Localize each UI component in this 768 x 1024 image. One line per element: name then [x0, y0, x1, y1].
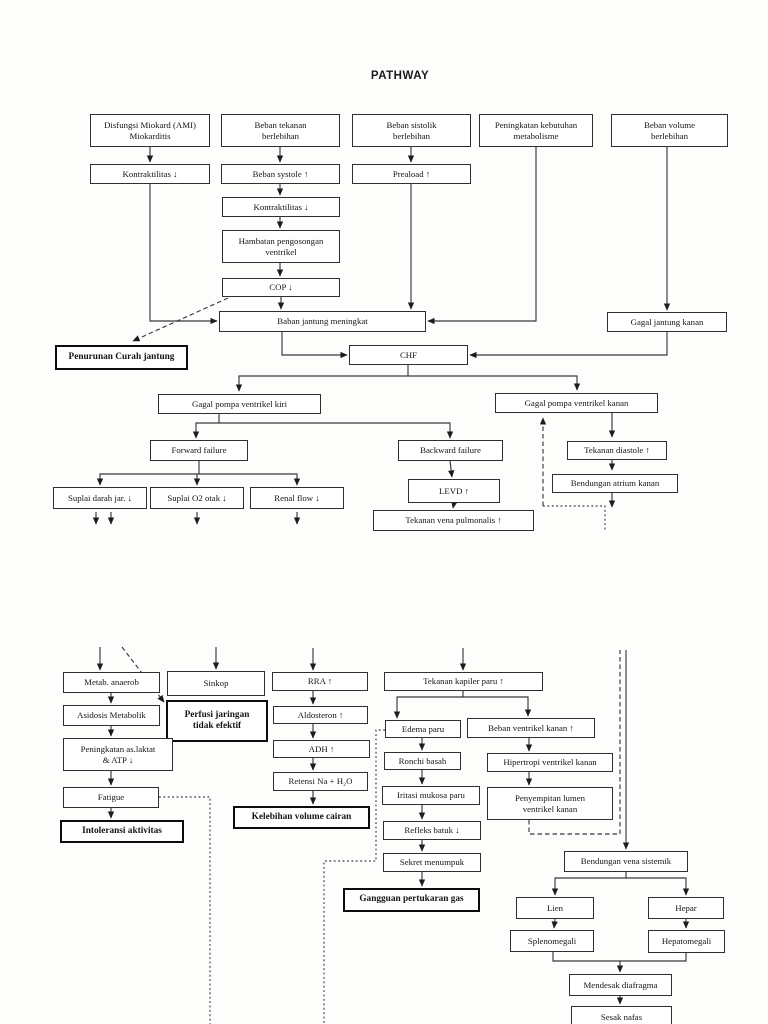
preaload-naik-box: Preaload ↑: [352, 164, 471, 184]
connector: [408, 375, 581, 391]
connector: [469, 332, 668, 359]
connector: [451, 500, 458, 509]
connector: [159, 796, 211, 1024]
gagal-jantung-kanan-box: Gagal jantung kanan: [607, 312, 727, 332]
edema-paru-box: Edema paru: [385, 720, 461, 738]
connector: [528, 650, 621, 835]
gagal-pompa-ventrikel-kiri-box: Gagal pompa ventrikel kiri: [158, 394, 321, 414]
sinkop-box: Sinkop: [167, 671, 265, 696]
rra-naik-box: RRA ↑: [272, 672, 368, 691]
connector: [393, 691, 464, 719]
sekret-menumpuk-box: Sekret menumpuk: [383, 853, 481, 872]
hambatan-pengosongan-ventrikel-box: Hambatan pengosongan ventrikel: [222, 230, 340, 263]
bendungan-vena-sistemik-box: Bendungan vena sistemik: [564, 851, 688, 872]
peningkatan-aslaktat-atp-box: Peningkatan as.laktat & ATP ↓: [63, 738, 173, 771]
kontraktilitas-turun-2-box: Kontraktilitas ↓: [222, 197, 340, 217]
connector: [463, 696, 532, 717]
iritasi-mukosa-paru-box: Iritasi mukosa paru: [382, 786, 480, 805]
beban-sistolik-berlebihan-box: Beban sistolik berlebihan: [352, 114, 471, 147]
hepatomegali-box: Hepatomegali: [648, 930, 725, 953]
connector: [149, 184, 218, 325]
fatigue-box: Fatigue: [63, 787, 159, 808]
sesak-nafas-box: Sesak nafas: [571, 1006, 672, 1024]
connector: [219, 422, 454, 439]
asidosis-metabolik-box: Asidosis Metabolik: [63, 705, 160, 726]
baban-jantung-meningkat-box: Baban jantung meningkat: [219, 311, 426, 332]
connector: [323, 729, 385, 1024]
beban-ventrikel-kanan-naik-box: Beban ventrikel kanan ↑: [467, 718, 595, 738]
splenomegali-box: Splenomegali: [510, 930, 594, 952]
suplai-darah-jaringan-turun-box: Suplai darah jar. ↓: [53, 487, 147, 509]
tekanan-vena-pulmonalis-naik-box: Tekanan vena pulmonalis ↑: [373, 510, 534, 531]
page-title: PATHWAY: [370, 70, 430, 82]
suplai-o2-otak-turun-box: Suplai O2 otak ↓: [150, 487, 244, 509]
hepar-box: Hepar: [648, 897, 724, 919]
connector: [121, 646, 165, 703]
disfungsi-miokard-box: Disfungsi Miokard (AMI) Miokarditis: [90, 114, 210, 147]
penurunan-curah-jantung-box: Penurunan Curah jantung: [55, 345, 188, 370]
peningkatan-kebutuhan-metabolisme-box: Peningkatan kebutuhan metabolisme: [479, 114, 593, 147]
ronchi-basah-box: Ronchi basah: [384, 752, 461, 770]
tekanan-diastole-naik-box: Tekanan diastole ↑: [567, 441, 667, 460]
kelebihan-volume-cairan-box: Kelebihan volume cairan: [233, 806, 370, 829]
levd-naik-box: LEVD ↑: [408, 479, 500, 503]
connector: [281, 332, 348, 359]
adh-naik-box: ADH ↑: [273, 740, 370, 758]
intoleransi-aktivitas-box: Intoleransi aktivitas: [60, 820, 184, 843]
connector: [448, 460, 455, 478]
connector: [427, 147, 537, 325]
backward-failure-box: Backward failure: [398, 440, 503, 461]
connector: [96, 461, 200, 486]
connector: [552, 952, 687, 962]
beban-tekanan-berlebihan-box: Beban tekanan berlebihan: [221, 114, 340, 147]
cop-turun-box: COP ↓: [222, 278, 340, 297]
connector: [551, 872, 627, 896]
aldosteron-naik-box: Aldosteron ↑: [273, 706, 368, 724]
bendungan-atrium-kanan-box: Bendungan atrium kanan: [552, 474, 678, 493]
connector: [199, 473, 301, 486]
tekanan-kapiler-paru-naik-box: Tekanan kapiler paru ↑: [384, 672, 543, 691]
kontraktilitas-turun-1-box: Kontraktilitas ↓: [90, 164, 210, 184]
connector: [235, 365, 409, 392]
beban-systole-naik-box: Beban systole ↑: [221, 164, 340, 184]
connector: [132, 297, 229, 342]
chf-box: CHF: [349, 345, 468, 365]
metab-anaerob-box: Metab. anaerob: [63, 672, 160, 693]
gangguan-pertukaran-gas-box: Gangguan pertukaran gas: [343, 888, 480, 912]
retensi-na-h2o-box: Retensi Na + H₂O: [273, 772, 368, 791]
hipertropi-ventrikel-kanan-box: Hipertropi ventrikel kanan: [487, 753, 613, 772]
beban-volume-berlebihan-box: Beban volume berlebihan: [611, 114, 728, 147]
perfusi-jaringan-tidak-efektif-box: Perfusi jaringan tidak efektif: [166, 700, 268, 742]
refleks-batuk-turun-box: Refleks batuk ↓: [383, 821, 481, 840]
renal-flow-turun-box: Renal flow ↓: [250, 487, 344, 509]
penyempitan-lumen-ventrikel-kanan-box: Penyempitan lumen ventrikel kanan: [487, 787, 613, 820]
connector: [192, 414, 220, 439]
connector: [551, 918, 558, 929]
connector: [626, 877, 690, 896]
gagal-pompa-ventrikel-kanan-box: Gagal pompa ventrikel kanan: [495, 393, 658, 413]
forward-failure-box: Forward failure: [150, 440, 248, 461]
lien-box: Lien: [516, 897, 594, 919]
connector: [543, 505, 606, 531]
mendesak-diafragma-box: Mendesak diafragma: [569, 974, 672, 996]
